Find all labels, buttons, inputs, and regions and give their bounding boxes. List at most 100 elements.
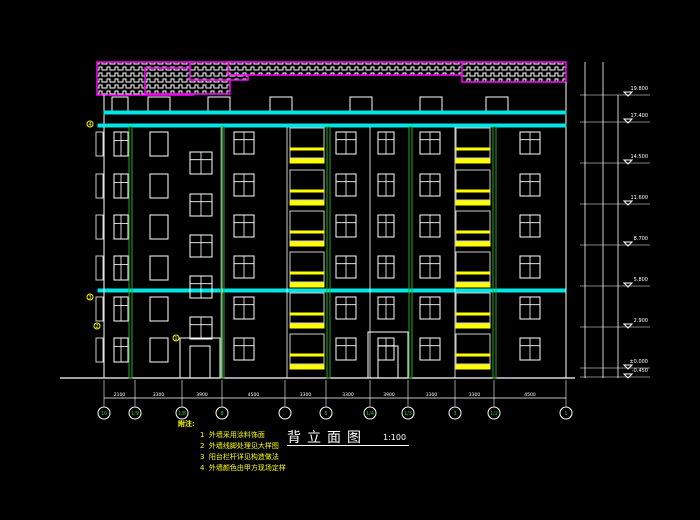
window — [233, 173, 255, 197]
balcony-rail — [455, 189, 491, 193]
balcony-rail — [455, 312, 491, 316]
window — [377, 214, 395, 238]
balcony-rail — [289, 147, 325, 151]
level-text: 8.700 — [634, 236, 648, 242]
level-marker — [622, 364, 634, 370]
balcony-door — [289, 127, 325, 159]
balcony-rail — [289, 241, 325, 247]
window-plain — [149, 255, 169, 281]
side-unit — [95, 173, 104, 199]
dimension-text: 4500 — [248, 392, 260, 398]
window — [519, 173, 541, 197]
window-plain — [149, 214, 169, 240]
level-text: 19.800 — [631, 86, 649, 92]
downpipe — [220, 126, 225, 379]
axis-label: 3 — [453, 411, 456, 417]
level-text: 5.800 — [634, 277, 648, 283]
window — [419, 214, 441, 238]
dimension-text: 4500 — [524, 392, 536, 398]
axis-label: 1/9 — [131, 411, 139, 417]
level-text: ±0.000 — [629, 359, 648, 365]
window — [113, 173, 129, 199]
axis-bubble — [487, 406, 501, 420]
window — [189, 151, 213, 175]
window — [419, 337, 441, 361]
window — [233, 214, 255, 238]
axis-bubble — [97, 406, 111, 420]
axis-label: 1/4 — [366, 411, 374, 417]
axis-label: 1/2 — [490, 411, 498, 417]
level-marker — [622, 241, 634, 247]
axis-bubble — [215, 406, 229, 420]
axis-bubble — [278, 406, 292, 420]
balcony-rail — [289, 312, 325, 316]
note-item: 1 外墙采用涂料饰面 — [178, 430, 286, 441]
axis-label: 10 — [101, 411, 107, 417]
window — [519, 214, 541, 238]
window — [377, 255, 395, 279]
window — [113, 296, 129, 322]
balcony-door — [455, 210, 491, 242]
dimension-text: 3900 — [383, 392, 395, 398]
balcony-rail — [455, 200, 491, 206]
callout-number: 2 — [95, 324, 98, 330]
downpipe — [128, 126, 133, 379]
window — [485, 96, 509, 113]
side-unit — [95, 214, 104, 240]
window — [233, 255, 255, 279]
level-text: -0.450 — [632, 368, 648, 374]
window-plain — [149, 173, 169, 199]
note-text: 外墙采用涂料饰面 — [208, 431, 265, 439]
axis-bubble — [401, 406, 415, 420]
axis-label: 8 — [220, 411, 223, 417]
balcony-door — [455, 127, 491, 159]
window — [419, 296, 441, 320]
window — [233, 337, 255, 361]
dimension-text: 3300 — [469, 392, 481, 398]
note-number: 2 — [200, 442, 205, 450]
window — [111, 96, 129, 113]
notes-block: 附注: 1 外墙采用涂料饰面 2 外墙线脚处理见大样图 3 阳台栏杆详见构造做法… — [178, 419, 286, 474]
window — [233, 296, 255, 320]
drawing-title: 背立面图 — [287, 430, 367, 446]
axis-bubble — [363, 406, 377, 420]
window — [419, 173, 441, 197]
callout-marker — [172, 334, 180, 342]
window — [335, 296, 357, 320]
roof-parapet — [461, 61, 567, 83]
balcony-rail — [455, 158, 491, 164]
callout-marker — [86, 120, 94, 128]
window — [519, 255, 541, 279]
downpipe — [326, 126, 331, 379]
window — [113, 214, 129, 240]
dimension-text: 3300 — [426, 392, 438, 398]
roof-parapet — [227, 61, 464, 76]
window — [419, 96, 443, 113]
level-marker — [622, 373, 634, 379]
drawing-title-block: 背立面图 1:100 — [287, 427, 409, 446]
level-text: 2.900 — [634, 318, 648, 324]
window — [189, 234, 213, 258]
balcony-rail — [289, 158, 325, 164]
balcony-rail — [289, 200, 325, 206]
axis-bubble — [319, 406, 333, 420]
window — [269, 96, 293, 113]
balcony-door — [455, 333, 491, 365]
dimension-text: 3300 — [342, 392, 354, 398]
side-unit — [95, 296, 104, 322]
window — [335, 214, 357, 238]
balcony-door — [455, 169, 491, 201]
balcony-rail — [455, 323, 491, 329]
window — [419, 255, 441, 279]
balcony-rail — [455, 364, 491, 370]
balcony-rail — [289, 282, 325, 288]
window — [207, 96, 231, 113]
dimension-text: 2100 — [114, 392, 126, 398]
downpipe — [492, 126, 497, 379]
balcony-rail — [289, 364, 325, 370]
balcony-door — [289, 292, 325, 324]
cornice-band — [97, 123, 567, 128]
note-item: 4 外墙颜色由甲方现场定样 — [178, 463, 286, 474]
